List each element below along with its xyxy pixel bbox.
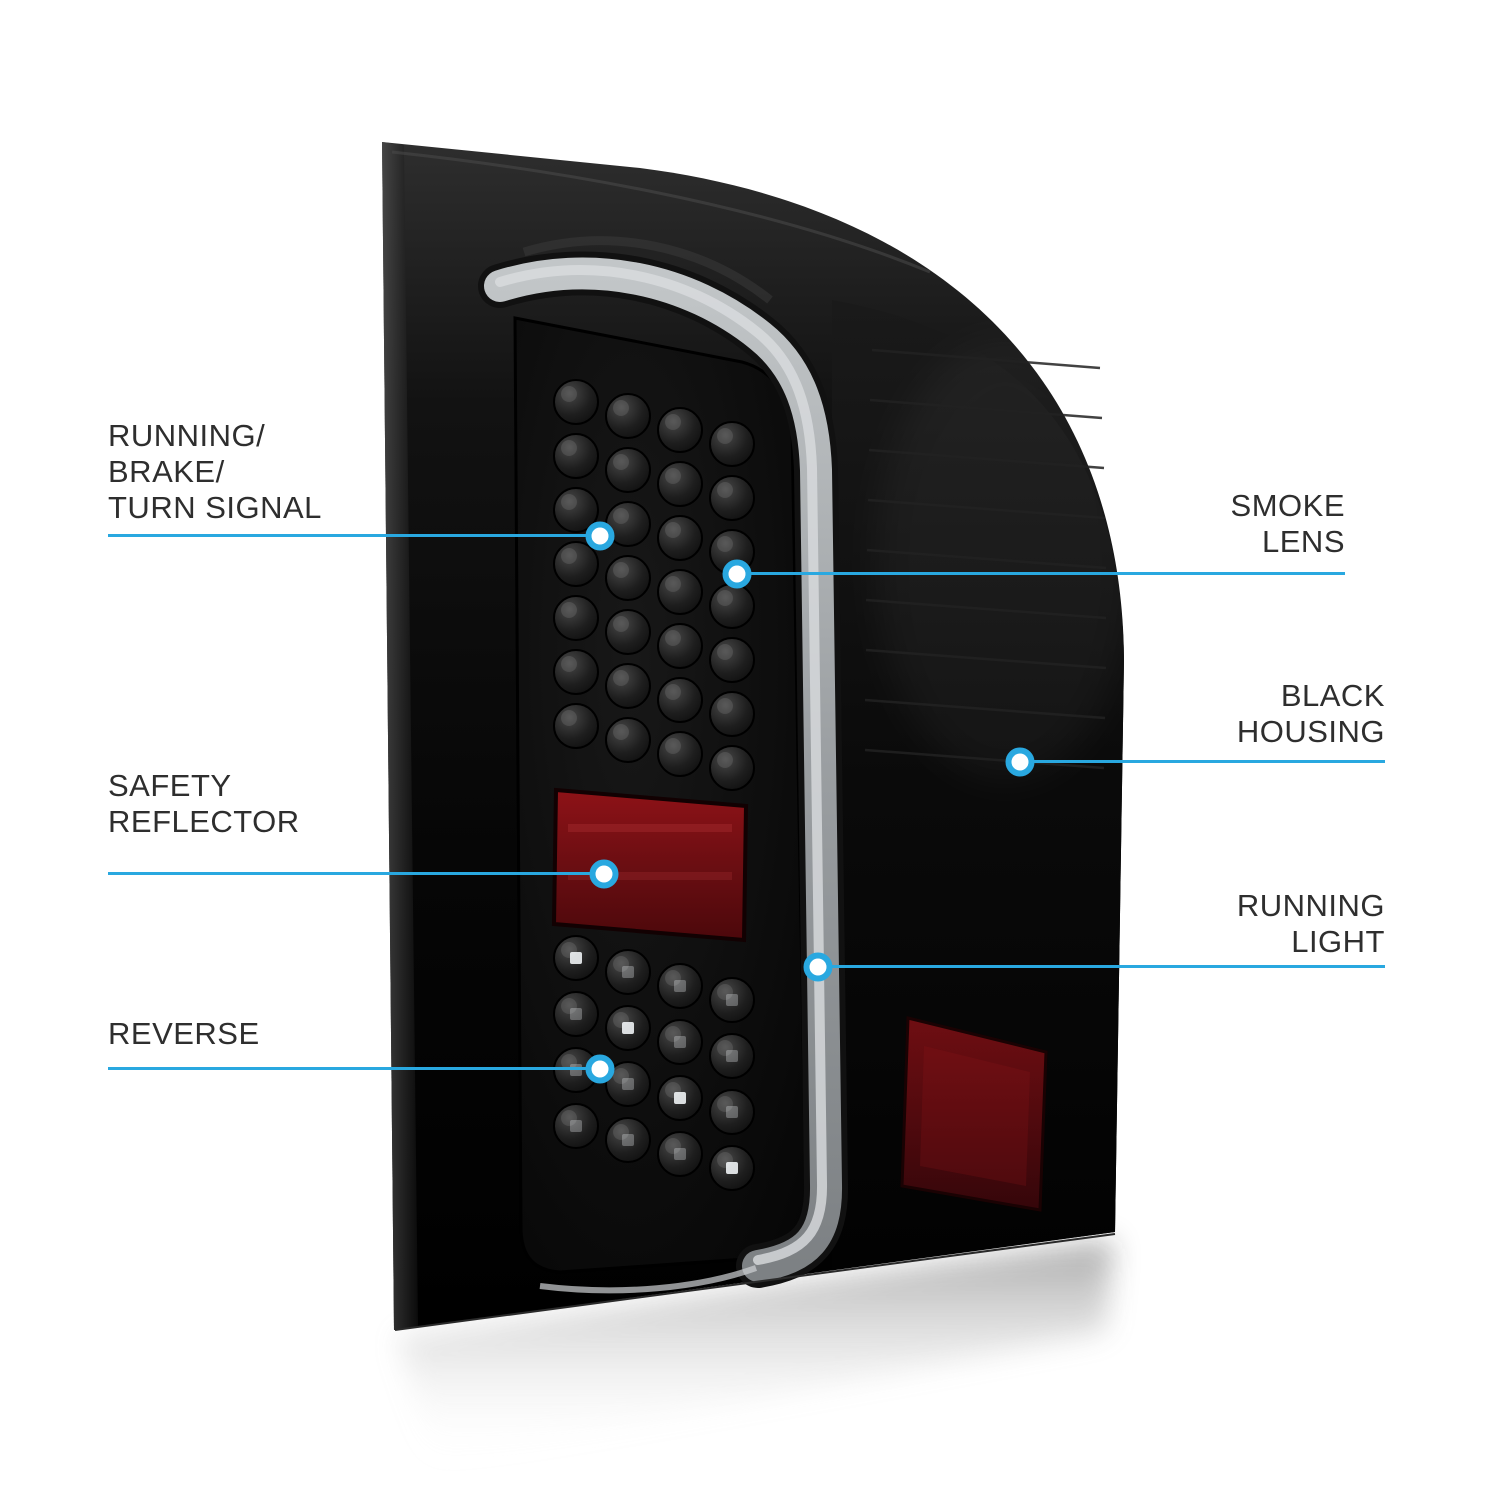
callout-dot-reverse: [585, 1054, 615, 1084]
top-edge-highlight: [391, 150, 931, 274]
inner-top-reflection: [522, 236, 773, 304]
callout-dot-running-brake-turn-signal: [585, 521, 615, 551]
floor-reflection: [398, 1240, 1113, 1462]
callout-label-smoke-lens: SMOKE LENS: [1230, 488, 1345, 559]
callout-dot-running-light: [803, 952, 833, 982]
bottom-edge-line: [394, 1233, 1116, 1331]
housing-slats: [864, 348, 1107, 770]
led-array-reverse: [553, 935, 755, 1191]
led-array-running-brake-turn: [553, 379, 755, 791]
bottom-light-strip: [539, 1265, 758, 1294]
callout-line-smoke-lens: [737, 572, 1345, 575]
side-reflector-shape: [900, 1016, 1048, 1212]
callout-line-safety-reflector: [108, 872, 604, 875]
running-light-tube: [478, 251, 848, 1288]
callout-label-running-brake-turn-signal: RUNNING/ BRAKE/ TURN SIGNAL: [108, 418, 322, 525]
callout-line-reverse: [108, 1067, 600, 1070]
callout-label-reverse: REVERSE: [108, 1016, 260, 1051]
callout-dot-black-housing: [1005, 747, 1035, 777]
side-reflector-inner: [920, 1046, 1030, 1186]
safety-reflector-shape: [551, 787, 749, 943]
callout-label-safety-reflector: SAFETY REFLECTOR: [108, 768, 300, 839]
callout-line-black-housing: [1020, 760, 1385, 763]
callout-dot-smoke-lens: [722, 559, 752, 589]
callout-label-running-light: RUNNING LIGHT: [1236, 888, 1385, 959]
callout-dot-safety-reflector: [589, 859, 619, 889]
housing-left-edge: [382, 142, 418, 1330]
callout-label-black-housing: BLACK HOUSING: [1236, 678, 1385, 749]
callout-line-running-brake-turn-signal: [108, 534, 600, 537]
callout-line-running-light: [818, 965, 1385, 968]
